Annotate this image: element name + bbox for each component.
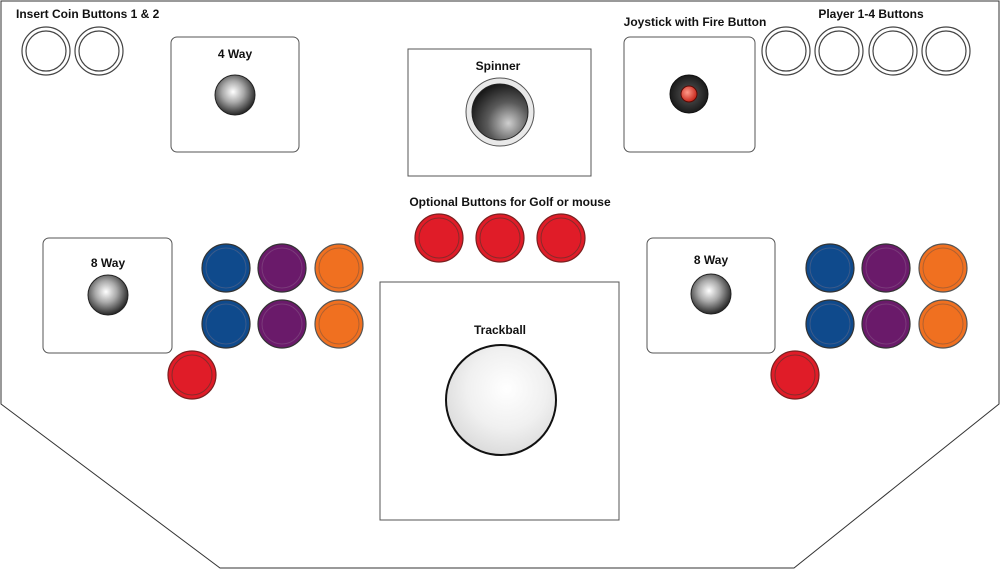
player-2-button[interactable] [814,26,864,76]
player-3-button[interactable] [868,26,918,76]
joystick-fire-label: Joystick with Fire Button [624,15,767,29]
left-button-purple-bottom[interactable] [257,299,307,349]
right-button-orange-bottom[interactable] [918,299,968,349]
left-button-blue-top[interactable] [201,243,251,293]
right-button-blue-top[interactable] [805,243,855,293]
right-button-orange-top[interactable] [918,243,968,293]
right-button-red[interactable] [770,350,820,400]
insert-coin-label: Insert Coin Buttons 1 & 2 [16,7,160,21]
joystick-with-fire-button[interactable] [669,74,709,114]
right-button-purple-bottom[interactable] [861,299,911,349]
right-button-blue-bottom[interactable] [805,299,855,349]
player-buttons-label: Player 1-4 Buttons [818,7,924,21]
insert-coin-button-1[interactable] [21,26,71,76]
eight-way-left-label: 8 Way [91,256,126,270]
left-button-red[interactable] [167,350,217,400]
four-way-joystick-ball[interactable] [214,74,256,116]
eight-way-left-joystick-ball[interactable] [87,274,129,316]
spinner-knob[interactable] [465,77,535,147]
trackball-ball[interactable] [445,344,557,456]
four-way-label: 4 Way [218,47,253,61]
insert-coin-button-2[interactable] [74,26,124,76]
right-button-purple-top[interactable] [861,243,911,293]
player-1-button[interactable] [761,26,811,76]
optional-button-2[interactable] [475,213,525,263]
spinner-label: Spinner [476,59,521,73]
optional-button-3[interactable] [536,213,586,263]
eight-way-right-joystick-ball[interactable] [690,273,732,315]
trackball-label: Trackball [474,323,526,337]
optional-buttons-label: Optional Buttons for Golf or mouse [409,195,611,209]
left-button-blue-bottom[interactable] [201,299,251,349]
left-button-orange-bottom[interactable] [314,299,364,349]
eight-way-right-label: 8 Way [694,253,729,267]
left-button-purple-top[interactable] [257,243,307,293]
player-4-button[interactable] [921,26,971,76]
optional-button-1[interactable] [414,213,464,263]
left-button-orange-top[interactable] [314,243,364,293]
